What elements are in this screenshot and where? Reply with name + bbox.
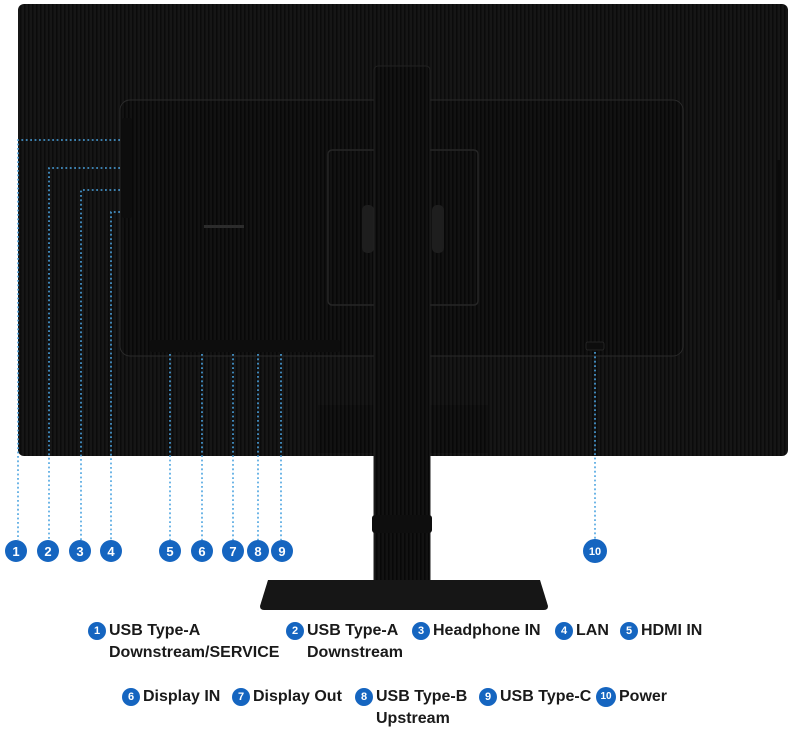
callout-badge-2: 2 (37, 540, 59, 562)
legend-label-2-line-1: USB Type-A (307, 622, 399, 639)
mount-clip-left (362, 205, 374, 253)
legend-item-3: 3 Headphone IN (412, 620, 541, 642)
legend-badge-7: 7 (232, 688, 250, 706)
legend-label-1-line-1: USB Type-A (109, 622, 201, 639)
legend-badge-1: 1 (88, 622, 106, 640)
legend-text-1: USB Type-A Downstream/SERVICE (109, 620, 279, 664)
legend-item-2: 2 USB Type-A Downstream (286, 620, 403, 664)
legend-label-4-line-1: LAN (576, 622, 609, 639)
legend-item-9: 9 USB Type-C (479, 686, 591, 708)
callout-line-2 (48, 167, 120, 540)
callout-badge-9: 9 (271, 540, 293, 562)
callout-badge-4: 4 (100, 540, 122, 562)
legend-text-9: USB Type-C (500, 686, 591, 708)
legend-item-8: 8 USB Type-B Upstream (355, 686, 467, 730)
legend-text-10: Power (619, 686, 667, 708)
legend-text-7: Display Out (253, 686, 342, 708)
callout-line-1 (17, 139, 120, 540)
power-port (585, 341, 605, 351)
callout-line-4 (110, 211, 120, 540)
legend-badge-6: 6 (122, 688, 140, 706)
legend-item-1: 1 USB Type-A Downstream/SERVICE (88, 620, 279, 664)
monitor-stand (260, 65, 548, 610)
legend-badge-4: 4 (555, 622, 573, 640)
legend-text-6: Display IN (143, 686, 220, 708)
legend-text-5: HDMI IN (641, 620, 702, 642)
legend-label-7-line-1: Display Out (253, 688, 342, 705)
callout-badge-1-label: 1 (12, 544, 19, 559)
legend-item-6: 6 Display IN (122, 686, 220, 708)
legend-text-4: LAN (576, 620, 609, 642)
callout-lines (17, 139, 596, 540)
side-vent-right (776, 160, 780, 300)
callout-badge-1: 1 (5, 540, 27, 562)
legend-label-2-line-2: Downstream (307, 644, 404, 661)
legend-text-2: USB Type-A Downstream (307, 620, 403, 664)
legend-badge-9: 9 (479, 688, 497, 706)
legend-badge-10: 10 (596, 687, 616, 707)
callout-badge-4-label: 4 (107, 544, 115, 559)
legend-label-1-line-2: Downstream/SERVICE (109, 644, 280, 661)
callout-badge-3: 3 (69, 540, 91, 562)
legend-label-6-line-1: Display IN (143, 688, 221, 705)
legend-badge-2: 2 (286, 622, 304, 640)
callout-badge-8: 8 (247, 540, 269, 562)
legend-label-10-line-1: Power (619, 688, 668, 705)
stand-base (260, 580, 548, 610)
callout-badge-10: 10 (583, 539, 607, 563)
callout-badge-7-label: 7 (229, 544, 236, 559)
callout-badge-6-label: 6 (198, 544, 205, 559)
legend-label-8-line-1: USB Type-B (376, 688, 468, 705)
callout-badge-2-label: 2 (44, 544, 51, 559)
legend-label-3-line-1: Headphone IN (433, 622, 541, 639)
legend-badge-5: 5 (620, 622, 638, 640)
callout-badge-5-label: 5 (166, 544, 173, 559)
legend-text-8: USB Type-B Upstream (376, 686, 467, 730)
callout-badge-6: 6 (191, 540, 213, 562)
callout-badge-7: 7 (222, 540, 244, 562)
legend-badge-3: 3 (412, 622, 430, 640)
legend-label-8-line-2: Upstream (376, 710, 450, 727)
callout-badge-8-label: 8 (254, 544, 261, 559)
legend-text-3: Headphone IN (433, 620, 541, 642)
legend-label-9-line-1: USB Type-C (500, 688, 592, 705)
callout-badge-3-label: 3 (76, 544, 83, 559)
legend-badge-8: 8 (355, 688, 373, 706)
stand-cable-clip (372, 515, 432, 533)
callout-badge-5: 5 (159, 540, 181, 562)
stand-neck (373, 65, 431, 587)
callout-badges: 1 2 3 4 5 6 7 8 (5, 539, 607, 563)
legend-item-4: 4 LAN (555, 620, 609, 642)
callout-badge-9-label: 9 (278, 544, 285, 559)
bottom-port-strip (150, 340, 340, 352)
side-port-strip (122, 118, 132, 218)
legend-item-7: 7 Display Out (232, 686, 342, 708)
legend-item-10: 10 Power (596, 686, 667, 708)
legend-label-5-line-1: HDMI IN (641, 622, 703, 639)
mount-clip-right (432, 205, 444, 253)
legend-item-5: 5 HDMI IN (620, 620, 702, 642)
callout-badge-10-label: 10 (589, 546, 601, 558)
brand-mark (204, 225, 244, 228)
